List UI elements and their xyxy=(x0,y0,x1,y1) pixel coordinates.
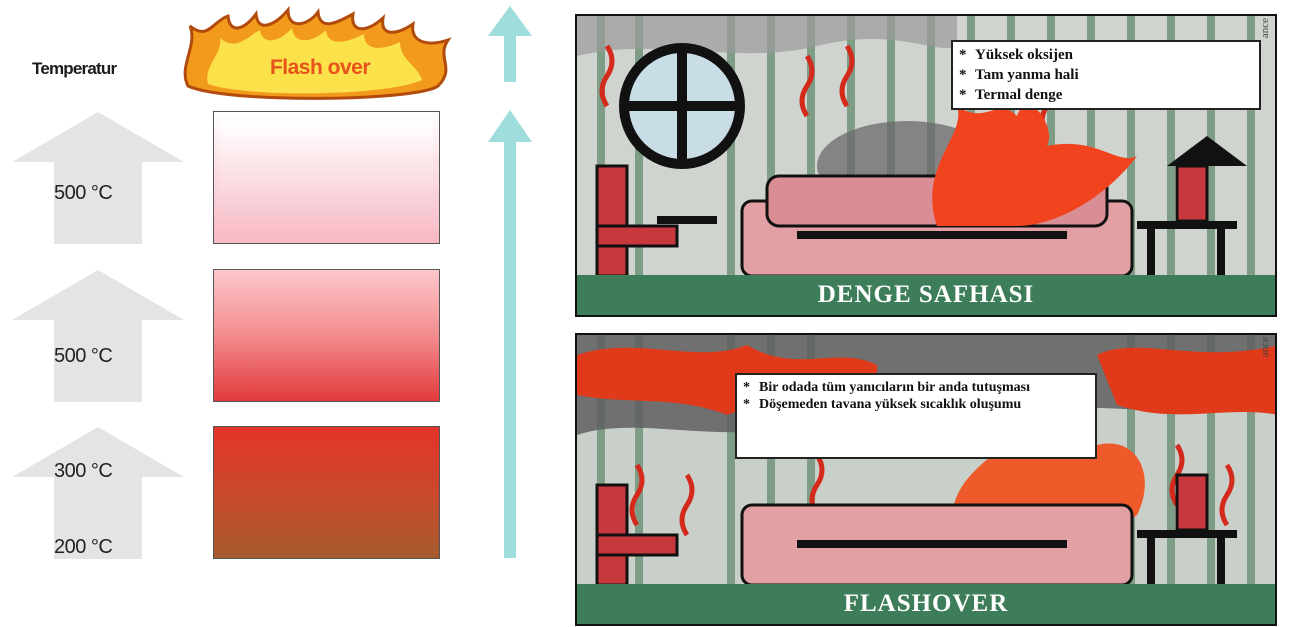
note-item: Bir odada tüm yanıcıların bir anda tutuş… xyxy=(737,379,1095,396)
temperature-gradient-box xyxy=(213,426,440,559)
temperature-gradient-box xyxy=(213,269,440,402)
artist-signature: ance xyxy=(1259,18,1271,38)
temperature-level-label: 300 °C xyxy=(54,460,112,483)
note-box: Bir odada tüm yanıcıların bir anda tutuş… xyxy=(735,373,1097,459)
flame-icon xyxy=(168,6,460,104)
temperature-level-label: 500 °C xyxy=(54,345,112,368)
note-item: Tam yanma hali xyxy=(953,65,1259,85)
flashover-phase-panel: Bir odada tüm yanıcıların bir anda tutuş… xyxy=(575,333,1277,626)
temperature-label: Temperatur xyxy=(32,59,116,79)
equilibrium-phase-panel: Yüksek oksijen Tam yanma hali Termal den… xyxy=(575,14,1277,317)
temperature-gradient-box xyxy=(213,111,440,244)
temperature-level-label: 200 °C xyxy=(54,536,112,559)
increase-arrow-icon xyxy=(486,6,534,558)
note-item: Termal denge xyxy=(953,85,1259,105)
temperature-level-label: 500 °C xyxy=(54,182,112,205)
phase-banner: DENGE SAFHASI xyxy=(577,275,1275,315)
note-item: Döşemeden tavana yüksek sıcaklık oluşumu xyxy=(737,396,1095,413)
note-item: Yüksek oksijen xyxy=(953,45,1259,65)
flashover-label: Flash over xyxy=(220,56,420,80)
up-arrow-icon xyxy=(8,112,188,244)
up-arrow-icon xyxy=(8,270,188,402)
note-box: Yüksek oksijen Tam yanma hali Termal den… xyxy=(951,40,1261,110)
artist-signature: ance xyxy=(1259,337,1271,357)
phase-banner: FLASHOVER xyxy=(577,584,1275,624)
